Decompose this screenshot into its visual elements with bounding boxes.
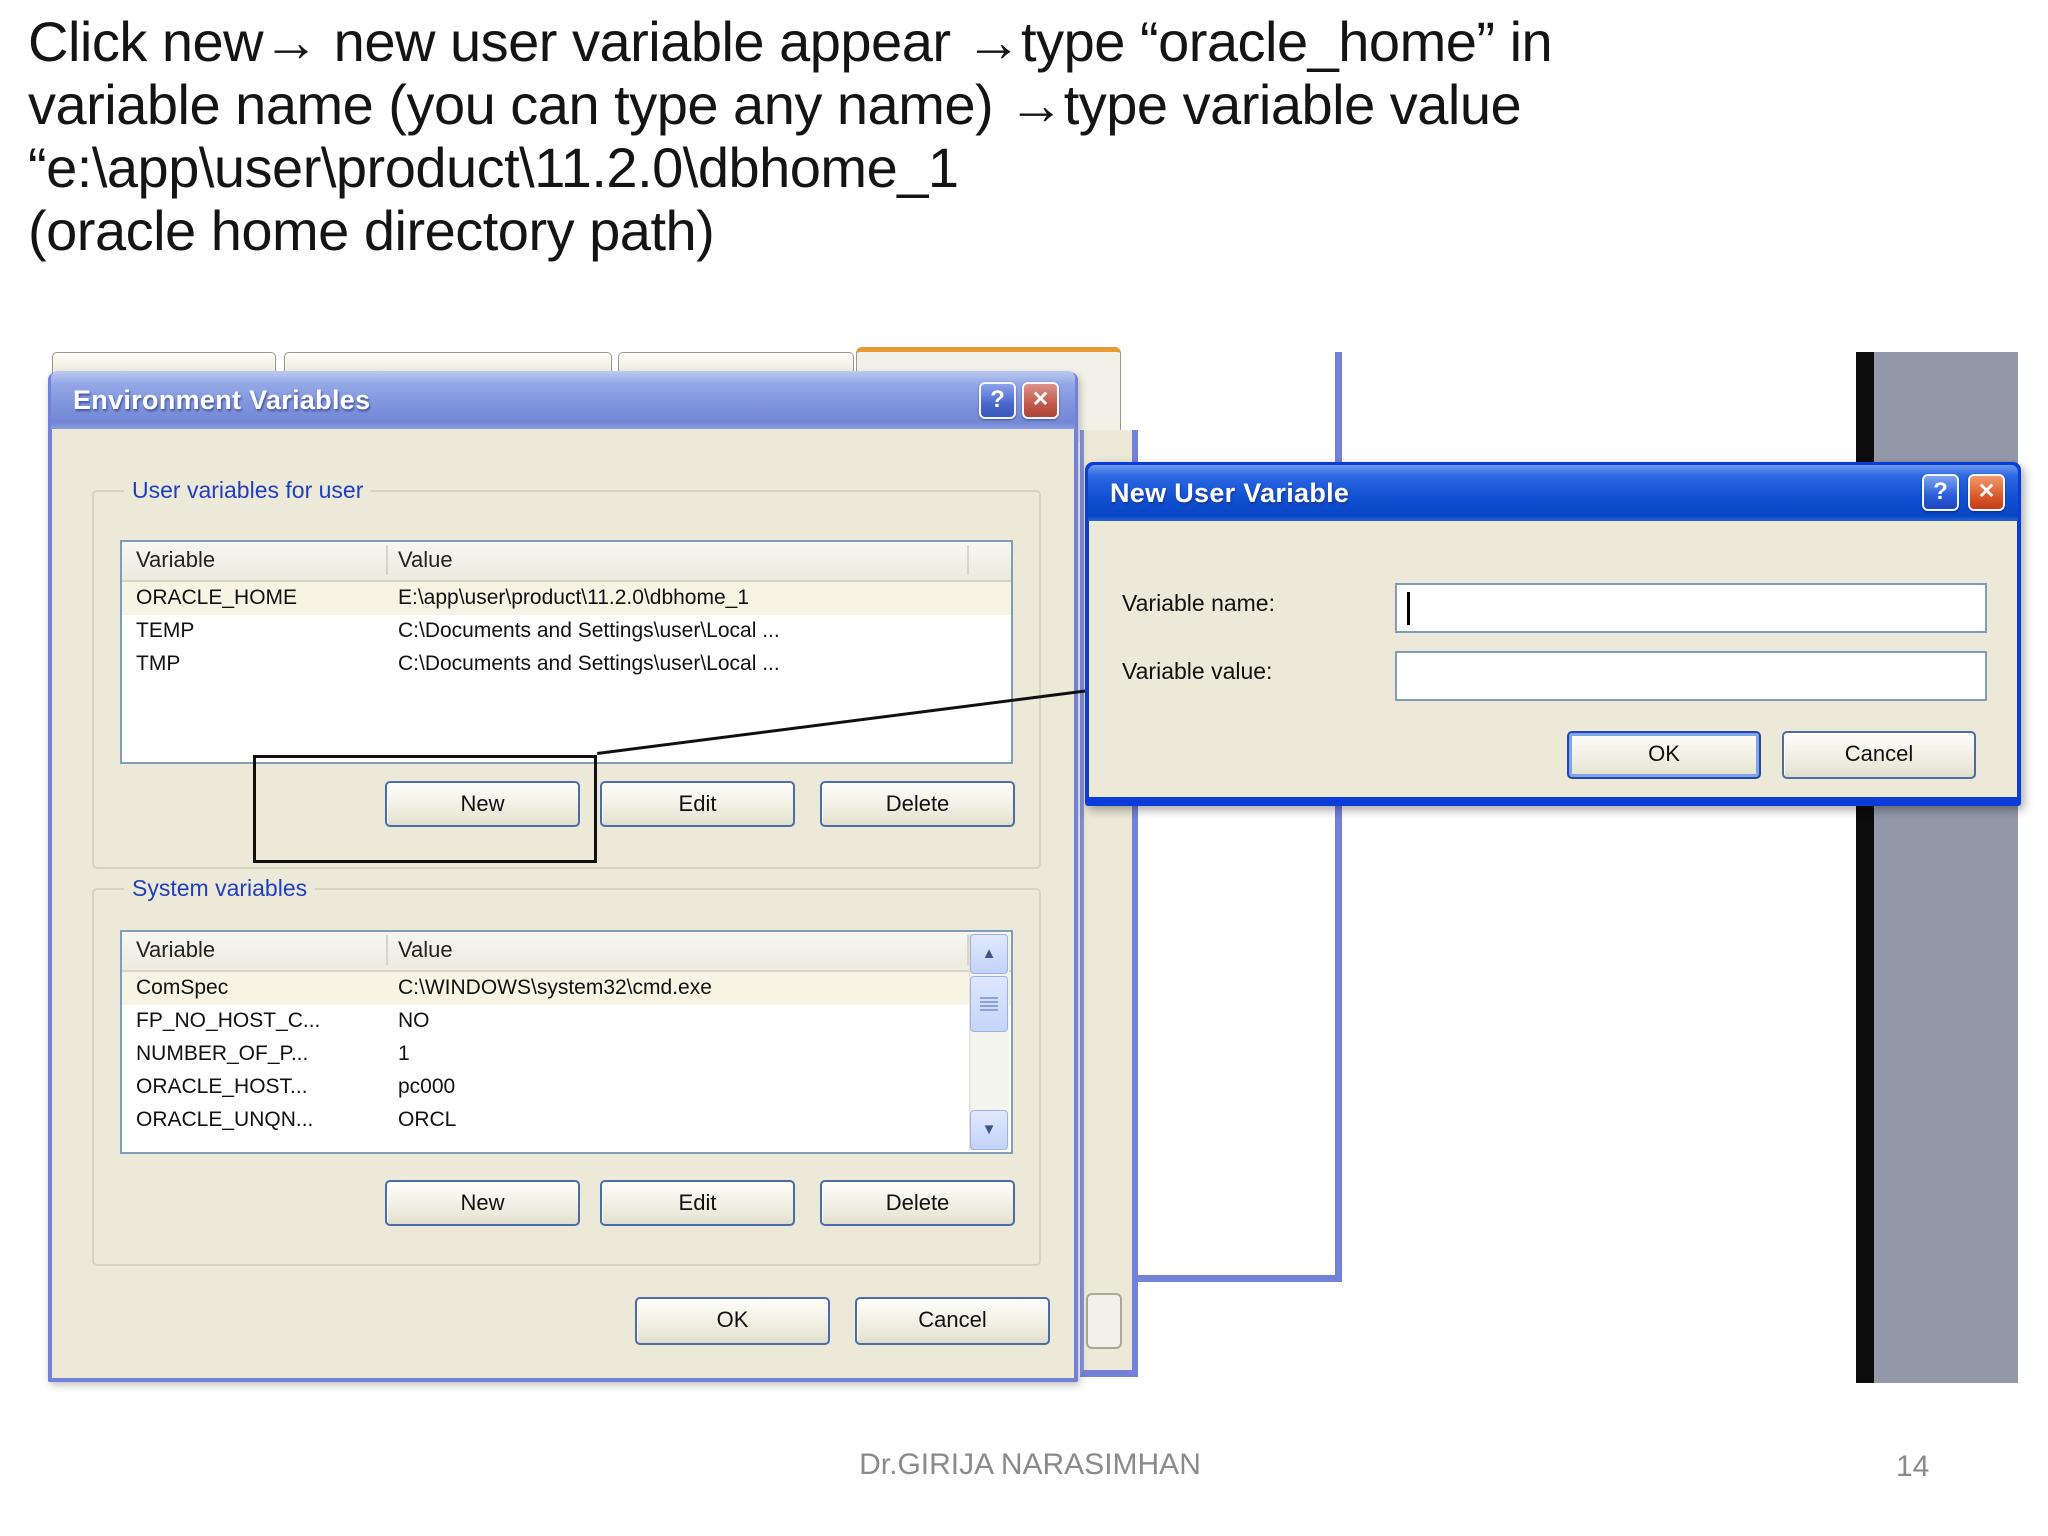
scrollbar-grip-icon xyxy=(980,997,998,1011)
help-icon[interactable]: ? xyxy=(1922,474,1959,511)
system-variables-group: System variables xyxy=(92,875,1041,1266)
system-variables-list[interactable]: Variable Value ComSpec C:\WINDOWS\system… xyxy=(120,930,1013,1154)
user-variables-group: User variables for user xyxy=(92,477,1041,869)
variable-name: ORACLE_HOST... xyxy=(136,1075,308,1098)
user-edit-button[interactable]: Edit xyxy=(600,781,795,827)
slide-title: Click new→ new user variable appear →typ… xyxy=(28,10,2018,262)
column-divider[interactable] xyxy=(967,935,969,965)
slide-title-line-3: “e:\app\user\product\11.2.0\dbhome_1 xyxy=(28,136,959,199)
close-icon[interactable]: ✕ xyxy=(1022,382,1059,419)
background-window-bottom-border xyxy=(1138,1275,1342,1282)
list-item-tmp[interactable]: TMP C:\Documents and Settings\user\Local… xyxy=(122,648,1011,681)
variable-name: NUMBER_OF_P... xyxy=(136,1042,309,1065)
variable-name-label: Variable name: xyxy=(1122,590,1275,616)
list-item-number-of-p[interactable]: NUMBER_OF_P... 1 xyxy=(122,1038,1011,1071)
new-user-variable-titlebar[interactable]: New User Variable xyxy=(1088,465,2018,521)
list-item-oracle-home[interactable]: ORACLE_HOME E:\app\user\product\11.2.0\d… xyxy=(122,582,1011,615)
new-user-variable-title: New User Variable xyxy=(1110,477,1350,508)
variable-value: E:\app\user\product\11.2.0\dbhome_1 xyxy=(398,586,750,609)
slide-title-line-2: variable name (you can type any name) →t… xyxy=(28,73,1522,136)
user-variables-list[interactable]: Variable Value ORACLE_HOME E:\app\user\p… xyxy=(120,540,1013,764)
column-divider[interactable] xyxy=(386,545,388,575)
variable-value: C:\WINDOWS\system32\cmd.exe xyxy=(398,976,712,999)
cancel-button[interactable]: Cancel xyxy=(855,1297,1050,1345)
list-item-oracle-host[interactable]: ORACLE_HOST... pc000 xyxy=(122,1071,1011,1104)
system-delete-button[interactable]: Delete xyxy=(820,1180,1015,1226)
ok-button[interactable]: OK xyxy=(635,1297,830,1345)
footer-author: Dr.GIRIJA NARASIMHAN xyxy=(859,1448,1201,1481)
column-divider[interactable] xyxy=(967,545,969,575)
column-divider[interactable] xyxy=(386,935,388,965)
system-new-button[interactable]: New xyxy=(385,1180,580,1226)
user-delete-button[interactable]: Delete xyxy=(820,781,1015,827)
background-window-right-border xyxy=(1335,352,1342,1281)
background-tab-fragment-3 xyxy=(618,352,854,375)
cancel-button[interactable]: Cancel xyxy=(1782,731,1976,779)
scrollbar-thumb[interactable] xyxy=(970,976,1008,1032)
variable-value: C:\Documents and Settings\user\Local ... xyxy=(398,652,780,675)
variable-value: C:\Documents and Settings\user\Local ... xyxy=(398,619,780,642)
new-button-highlight-rectangle xyxy=(253,755,597,863)
list-item-oracle-unqname[interactable]: ORACLE_UNQN... ORCL xyxy=(122,1104,1011,1137)
footer-page-number: 14 xyxy=(1896,1450,1930,1483)
column-header-variable[interactable]: Variable xyxy=(136,547,216,572)
ok-button[interactable]: OK xyxy=(1567,731,1761,779)
variable-name: TMP xyxy=(136,652,181,675)
environment-variables-titlebar[interactable]: Environment Variables xyxy=(51,371,1075,429)
list-item-comspec[interactable]: ComSpec C:\WINDOWS\system32\cmd.exe xyxy=(122,972,1011,1005)
user-new-button[interactable]: New xyxy=(385,781,580,827)
column-header-value[interactable]: Value xyxy=(398,547,453,572)
close-icon[interactable]: ✕ xyxy=(1968,474,2005,511)
variable-value-label: Variable value: xyxy=(1122,658,1273,684)
column-header-variable[interactable]: Variable xyxy=(136,937,216,962)
variable-value: ORCL xyxy=(398,1108,457,1131)
variable-value: 1 xyxy=(398,1042,410,1065)
scrollbar[interactable]: ▲ ▼ xyxy=(969,934,1009,1150)
variable-name: FP_NO_HOST_C... xyxy=(136,1009,321,1032)
user-variables-list-header[interactable]: Variable Value xyxy=(122,542,1011,582)
variable-name: ORACLE_UNQN... xyxy=(136,1108,314,1131)
variable-name-input[interactable] xyxy=(1395,583,1987,633)
variable-name: TEMP xyxy=(136,619,195,642)
text-caret xyxy=(1407,592,1410,625)
environment-variables-dialog: Environment Variables ? ✕ User variables… xyxy=(48,371,1078,1382)
variable-value: NO xyxy=(398,1009,430,1032)
background-tab-fragment-2 xyxy=(284,352,612,375)
slide-title-line-4: (oracle home directory path) xyxy=(28,199,715,262)
list-item-temp[interactable]: TEMP C:\Documents and Settings\user\Loca… xyxy=(122,615,1011,648)
user-variables-legend: User variables for user xyxy=(124,477,372,504)
new-user-variable-dialog: New User Variable ? ✕ Variable name: Var… xyxy=(1085,462,2021,806)
background-button-fragment xyxy=(1086,1293,1122,1349)
scroll-down-icon[interactable]: ▼ xyxy=(970,1110,1008,1150)
system-edit-button[interactable]: Edit xyxy=(600,1180,795,1226)
background-tab-fragment-1 xyxy=(52,352,276,375)
variable-name: ORACLE_HOME xyxy=(136,586,298,609)
system-variables-legend: System variables xyxy=(124,875,316,902)
help-icon[interactable]: ? xyxy=(979,382,1016,419)
column-header-value[interactable]: Value xyxy=(398,937,453,962)
list-item-fp-no-host[interactable]: FP_NO_HOST_C... NO xyxy=(122,1005,1011,1038)
system-variables-list-header[interactable]: Variable Value xyxy=(122,932,1011,972)
slide-title-line-1: Click new→ new user variable appear →typ… xyxy=(28,10,1553,73)
scroll-up-icon[interactable]: ▲ xyxy=(970,934,1008,974)
environment-variables-title: Environment Variables xyxy=(73,384,371,415)
variable-value-input[interactable] xyxy=(1395,651,1987,701)
variable-name: ComSpec xyxy=(136,976,229,999)
variable-value: pc000 xyxy=(398,1075,456,1098)
